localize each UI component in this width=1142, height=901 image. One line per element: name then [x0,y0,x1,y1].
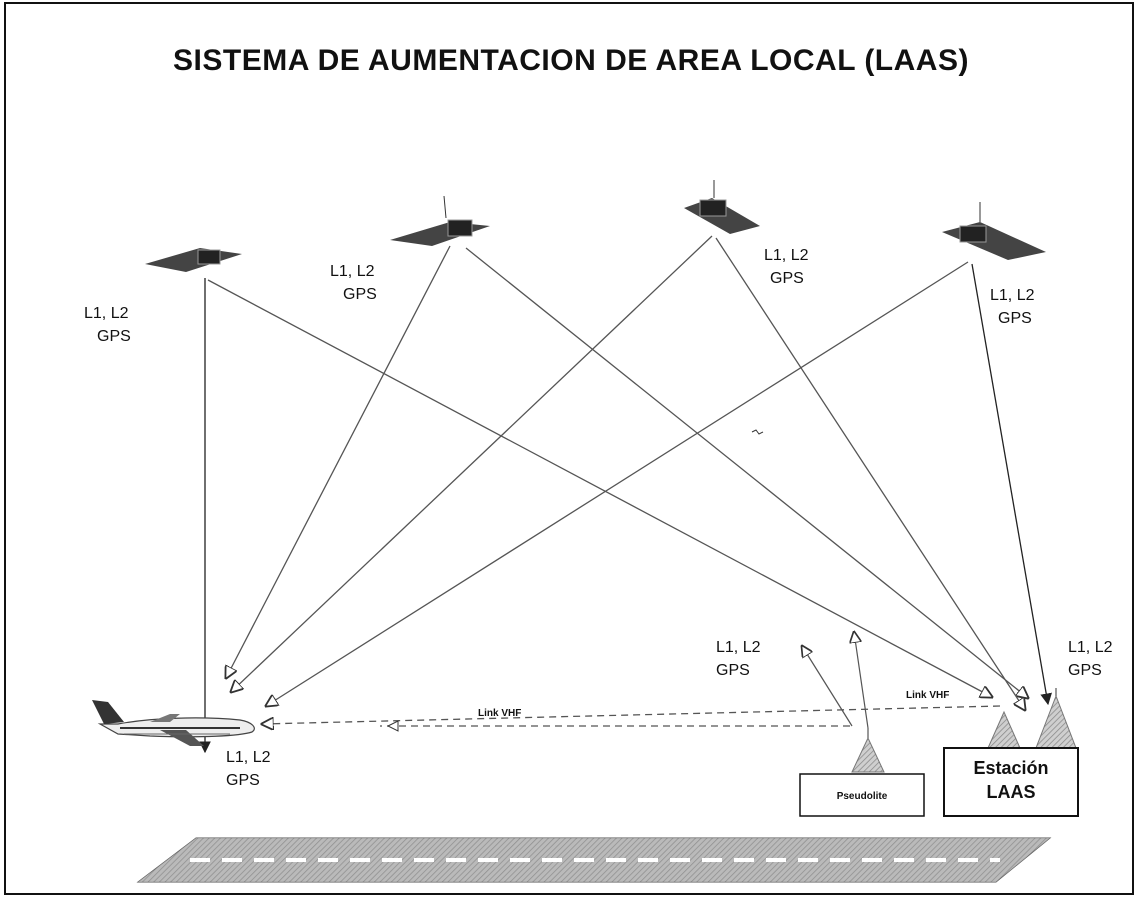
signal-line [231,235,713,692]
signal-label-line1: L1, L2 [226,749,271,766]
vhf-links [262,705,1001,726]
signal-label-line1: L1, L2 [1068,639,1113,656]
signal-line [266,261,969,706]
signal-label-line2: GPS [226,772,260,789]
pseudolite-box [799,773,925,817]
pseudolite-antenna [851,728,885,773]
laas-station-box [943,747,1079,817]
signal-line [802,646,853,727]
signal-label-line1: L1, L2 [84,305,129,322]
vhf-link-line [262,705,1001,724]
signal-line [465,247,1028,698]
satellite-4 [942,202,1046,260]
pseudolite-label: Pseudolite [837,791,888,802]
signal-label-line2: GPS [343,286,377,303]
vhf-link-label: Link VHF [478,708,521,719]
signal-line [715,237,1025,710]
signal-line [854,632,869,729]
signal-line [226,245,451,678]
signal-label-line1: L1, L2 [990,287,1035,304]
vhf-arrow-mid [386,720,399,732]
signal-label-line1: L1, L2 [716,639,761,656]
vhf-link-label: Link VHF [906,690,949,701]
station-antennas [987,688,1077,749]
signal-label-line1: L1, L2 [330,263,375,280]
signal-line [971,263,1052,706]
satellite-3 [684,180,760,234]
signal-lines [199,235,1052,754]
signal-line [207,279,992,697]
signal-label-line2: GPS [97,328,131,345]
airplane [92,700,255,746]
pseudolite-signals [802,632,869,729]
signal-label-line2: GPS [770,270,804,287]
signal-label-line2: GPS [716,662,750,679]
station-label-line1: Estación [973,758,1048,778]
station-label-line2: LAAS [987,782,1036,802]
signal-label-line2: GPS [1068,662,1102,679]
signal-label-line1: L1, L2 [764,247,809,264]
stray-mark [751,429,764,435]
satellite-1 [145,248,242,272]
diagram-title: SISTEMA DE AUMENTACION DE AREA LOCAL (LA… [173,44,969,77]
runway [136,837,1052,883]
signal-label-line2: GPS [998,310,1032,327]
satellite-2 [390,195,490,246]
diagram-frame [4,2,1134,895]
